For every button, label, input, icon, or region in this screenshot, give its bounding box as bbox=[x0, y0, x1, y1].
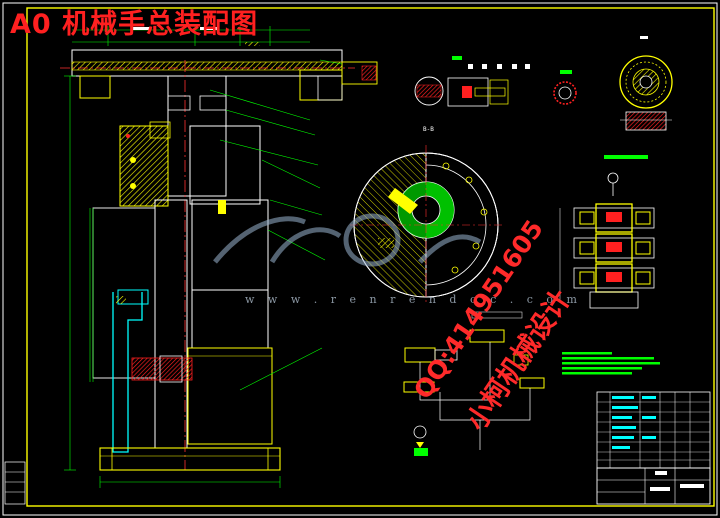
section-view-label: B-B bbox=[423, 126, 434, 133]
detail-views-top bbox=[414, 56, 577, 107]
hydraulic-valve-stack bbox=[559, 155, 655, 309]
valve-tier-3 bbox=[573, 263, 655, 293]
renrendoc-watermark-logo bbox=[213, 213, 482, 267]
valve-tier-1 bbox=[573, 203, 655, 233]
watermark-website: w w w . r e n r e n d o c . c o m bbox=[245, 293, 582, 306]
base-housing bbox=[64, 75, 326, 488]
bearing-detail-view bbox=[619, 36, 673, 131]
bill-of-materials-table bbox=[596, 391, 711, 505]
cross-section-circle: B-B bbox=[350, 126, 505, 305]
valve-tier-2 bbox=[573, 233, 655, 263]
lift-column bbox=[92, 60, 273, 470]
drawing-title: A0 机械手总装配图 bbox=[10, 9, 259, 40]
upper-arm-assembly bbox=[60, 26, 378, 101]
hydraulic-schematic bbox=[403, 311, 660, 456]
